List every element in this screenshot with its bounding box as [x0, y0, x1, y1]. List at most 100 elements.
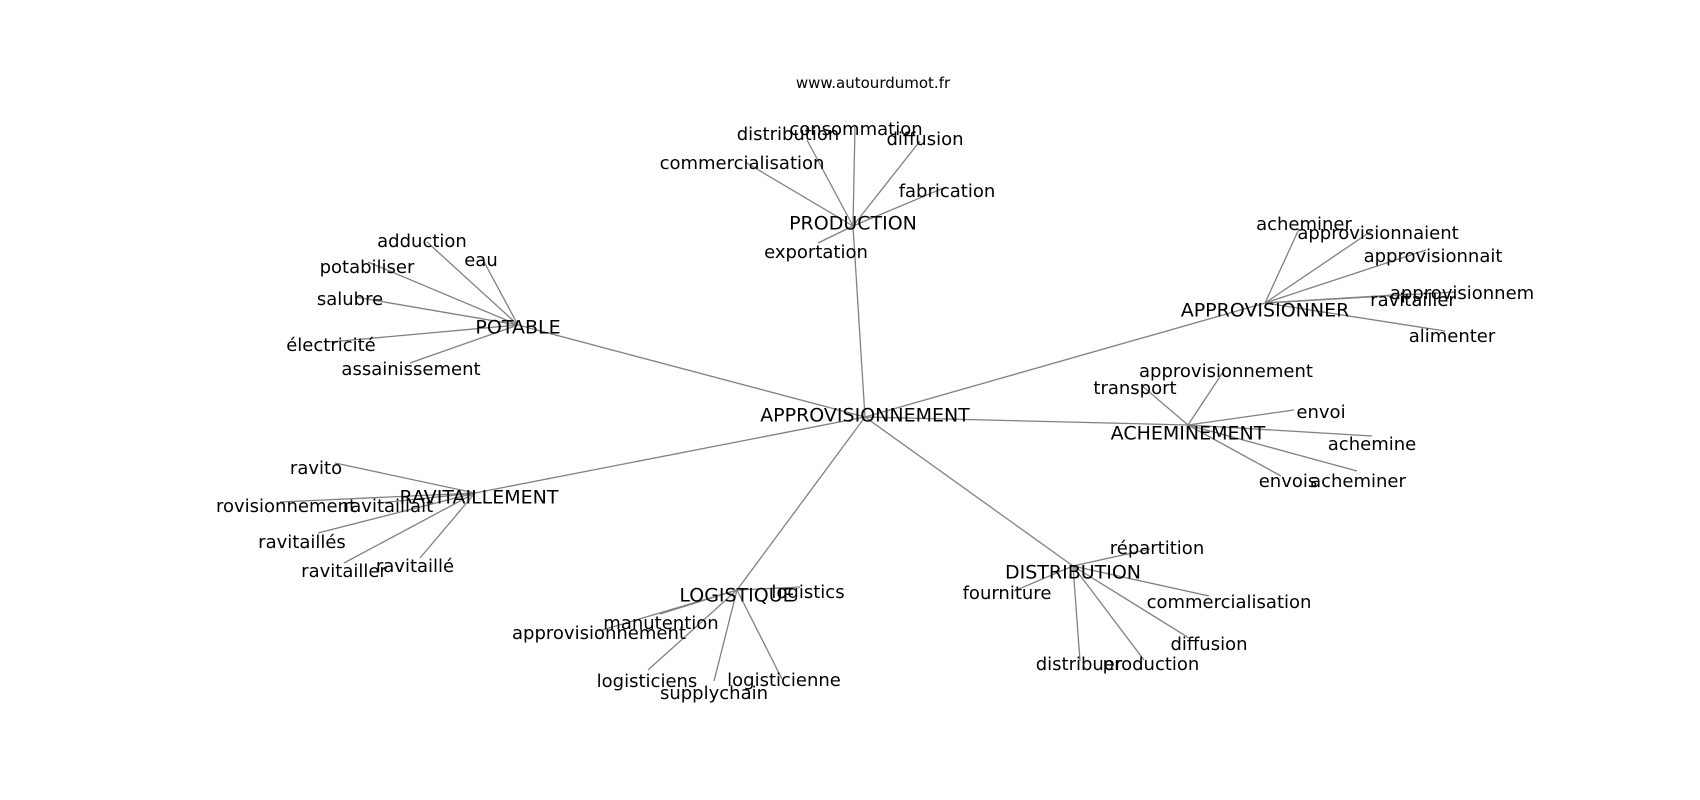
leaf-node-label: approvisionnem — [1390, 283, 1534, 304]
leaf-node-label: répartition — [1110, 538, 1204, 559]
leaf-node-label: ravitailler — [1370, 290, 1456, 311]
edge-hub-to-leaf — [1187, 424, 1358, 472]
hub-node-label: PRODUCTION — [789, 213, 917, 235]
edge-hub-to-leaf — [1264, 249, 1427, 304]
edge-hub-to-leaf — [334, 462, 476, 494]
edge-hub-to-leaf — [409, 324, 519, 364]
edge-hub-to-leaf — [1072, 565, 1081, 662]
edge-hub-to-leaf — [852, 125, 856, 227]
leaf-node-label: alimenter — [1409, 326, 1496, 347]
edge-hub-to-leaf — [1072, 565, 1145, 661]
edge-hub-to-leaf — [1264, 229, 1374, 304]
leaf-node-label: acheminer — [1310, 471, 1406, 492]
leaf-node-label: salubre — [317, 289, 383, 310]
leaf-node-label: diffusion — [1170, 634, 1247, 655]
edge-hub-to-leaf — [329, 324, 519, 343]
leaf-node-label: eau — [464, 250, 498, 271]
leaf-node-label: supplychain — [660, 683, 768, 704]
edge-hub-to-leaf — [1187, 368, 1226, 426]
edge-center-to-hub — [474, 416, 866, 494]
leaf-node-label: achemine — [1328, 434, 1416, 455]
leaf-node-label: consommation — [789, 119, 922, 140]
leaf-node-label: envois — [1259, 471, 1318, 492]
edge-hub-to-leaf — [817, 225, 854, 244]
edge-hub-to-leaf — [1187, 424, 1282, 477]
edge-hub-to-leaf — [736, 586, 801, 591]
leaf-node-label: production — [1103, 654, 1200, 675]
hub-node-label: LOGISTIQUE — [679, 585, 794, 607]
leaf-node-label: ravitaillé — [376, 556, 454, 577]
leaf-node-label: exportation — [764, 242, 868, 263]
edge-center-to-hub — [864, 416, 1189, 426]
edge-center-to-hub — [736, 416, 866, 591]
leaf-node-label: fourniture — [963, 583, 1052, 604]
leaf-node-label: transport — [1093, 378, 1176, 399]
leaf-node-label: approvisionnement — [512, 623, 686, 644]
edge-hub-to-leaf — [1140, 384, 1189, 426]
edge-hub-to-leaf — [647, 589, 738, 671]
edge-hub-to-leaf — [1264, 228, 1300, 304]
leaf-node-label: manutention — [603, 613, 718, 634]
hub-node-label: APPROVISIONNER — [1181, 300, 1350, 322]
edge-hub-to-leaf — [1072, 548, 1151, 567]
edge-hub-to-leaf — [1187, 424, 1373, 437]
leaf-node-label: commercialisation — [1147, 592, 1312, 613]
leaf-node-label: logisticienne — [727, 670, 841, 691]
center-node-label: APPROVISIONNEMENT — [760, 405, 970, 427]
leaf-node-label: logistics — [771, 582, 844, 603]
leaf-node-label: ravitaillait — [343, 496, 433, 517]
edge-hub-to-leaf — [367, 261, 519, 326]
leaf-node-label: rovisionnement — [216, 496, 356, 517]
edge-hub-to-leaf — [806, 139, 854, 227]
leaf-node-label: logisticiens — [597, 671, 698, 692]
edge-hub-to-leaf — [343, 492, 476, 564]
edge-hub-to-leaf — [481, 257, 519, 326]
leaf-node-label: assainissement — [341, 359, 480, 380]
hub-node-label: ACHEMINEMENT — [1111, 423, 1266, 445]
leaf-node-label: acheminer — [1256, 214, 1352, 235]
leaf-node-label: approvisionnaient — [1297, 223, 1458, 244]
leaf-node-label: électricité — [286, 335, 376, 356]
leaf-node-label: distribution — [737, 124, 840, 145]
leaf-node-label: commercialisation — [660, 153, 825, 174]
edge-hub-to-leaf — [419, 492, 476, 559]
edge-hub-to-leaf — [1187, 409, 1295, 426]
edge-hub-to-leaf — [598, 589, 738, 632]
leaf-node-label: approvisionnement — [1139, 361, 1313, 382]
edge-hub-to-leaf — [379, 492, 476, 504]
leaf-node-label: diffusion — [886, 129, 963, 150]
edge-center-to-hub — [864, 416, 1074, 567]
edge-hub-to-leaf — [1013, 565, 1074, 592]
leaf-node-label: adduction — [377, 231, 467, 252]
site-watermark: www.autourdumot.fr — [796, 74, 951, 92]
leaf-node-label: ravitaillés — [258, 532, 346, 553]
leaf-node-label: fabrication — [899, 181, 996, 202]
labels-layer: APPROVISIONNEMENT PRODUCTION commercialisa… — [216, 119, 1534, 704]
hub-node-label: RAVITAILLEMENT — [400, 487, 559, 509]
leaf-node-label: ravito — [290, 458, 342, 479]
edge-hub-to-leaf — [736, 589, 783, 680]
edge-hub-to-leaf — [852, 186, 947, 227]
leaf-node-label: ravitailler — [301, 561, 387, 582]
leaf-node-label: distribuer — [1036, 654, 1123, 675]
edge-center-to-hub — [864, 302, 1266, 418]
edge-hub-to-leaf — [713, 589, 738, 682]
hub-node-label: DISTRIBUTION — [1005, 562, 1141, 584]
edge-center-to-hub — [852, 225, 866, 418]
edge-hub-to-leaf — [279, 492, 476, 503]
edge-hub-to-leaf — [1072, 565, 1210, 597]
leaf-node-label: approvisionnait — [1364, 246, 1503, 267]
hub-node-label: POTABLE — [475, 317, 560, 339]
edge-hub-to-leaf — [317, 492, 476, 534]
edge-hub-to-leaf — [1072, 565, 1190, 639]
leaf-node-label: envoi — [1296, 402, 1345, 423]
edge-hub-to-leaf — [1264, 302, 1446, 332]
edge-center-to-hub — [517, 324, 866, 418]
edge-hub-to-leaf — [354, 296, 519, 326]
edge-hub-to-leaf — [744, 161, 854, 227]
leaf-node-label: potabiliser — [320, 257, 415, 278]
edge-hub-to-leaf — [1264, 293, 1412, 304]
edge-hub-to-leaf — [852, 140, 921, 227]
edge-hub-to-leaf — [426, 241, 519, 326]
